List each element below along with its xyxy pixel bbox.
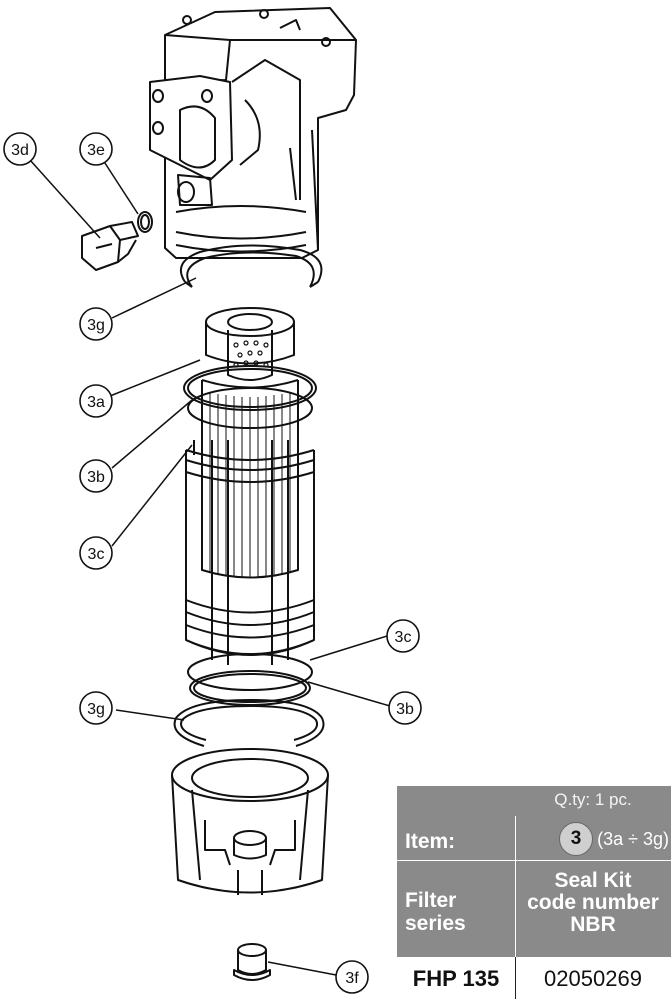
leader-lines — [29, 159, 391, 976]
table-header — [397, 786, 671, 957]
seal-kit-label-line2: code number — [527, 891, 659, 914]
callout-3d: 3d — [3, 132, 37, 166]
svg-text:3c: 3c — [88, 546, 105, 563]
filter-series-label: Filter series — [405, 889, 466, 935]
svg-text:3b: 3b — [396, 701, 414, 718]
snap-ring-3g-top — [180, 244, 323, 288]
svg-text:3b: 3b — [87, 469, 105, 486]
callout-3f: 3f — [335, 960, 369, 994]
filter-element — [201, 307, 299, 579]
header-row-divider — [397, 860, 671, 861]
item-number-badge: 3 — [559, 822, 594, 856]
callouts: 3d 3e 3g 3a 3b 3c 3c 3b — [3, 132, 422, 994]
table-body — [397, 957, 671, 999]
svg-text:3a: 3a — [87, 394, 105, 411]
item-value: 3 (3a ÷ 3g) — [519, 822, 671, 856]
callout-3c-bottom: 3c — [386, 619, 420, 653]
svg-text:3c: 3c — [395, 629, 412, 646]
seal-kit-table: Q.ty: 1 pc. Item: 3 (3a ÷ 3g) Filter ser… — [397, 786, 671, 999]
filter-series-value: FHP 135 — [412, 966, 500, 991]
filter-bowl — [171, 748, 329, 895]
item-range: (3a ÷ 3g) — [597, 828, 669, 849]
callout-3b-bottom: 3b — [388, 691, 422, 725]
seal-kit-label-line1: Seal Kit — [554, 869, 632, 892]
o-ring-3e — [137, 211, 153, 233]
svg-text:3f: 3f — [345, 970, 359, 987]
snap-ring-3g-bottom — [173, 699, 325, 747]
svg-text:3e: 3e — [87, 142, 105, 159]
callout-3c-top: 3c — [79, 536, 113, 570]
filter-head — [149, 7, 357, 259]
plug-3f — [233, 943, 271, 981]
svg-text:3g: 3g — [87, 701, 105, 718]
filter-series-label-line2: series — [405, 912, 466, 935]
back-ring-3b-top — [187, 387, 313, 429]
quantity-label: Q.ty: 1 pc. — [554, 790, 632, 809]
svg-text:3d: 3d — [11, 142, 29, 159]
body-column-divider — [515, 957, 516, 999]
o-ring-3c-bottom — [187, 653, 313, 691]
callout-3e: 3e — [79, 132, 113, 166]
callout-3g-top: 3g — [79, 307, 113, 341]
o-ring-3a — [183, 365, 317, 411]
header-column-divider — [515, 816, 516, 957]
filter-series-label-line1: Filter — [405, 889, 457, 912]
seal-kit-label-line3: NBR — [570, 913, 616, 936]
drain-plug-3d — [81, 221, 139, 271]
callout-3b-top: 3b — [79, 459, 113, 493]
seal-kit-code-value: 02050269 — [544, 966, 642, 991]
seal-kit-label: Seal Kit code number NBR — [515, 870, 671, 936]
filter-cage — [185, 440, 315, 665]
callout-3g-bottom: 3g — [79, 691, 113, 725]
svg-text:3g: 3g — [87, 317, 105, 334]
callout-3a: 3a — [79, 384, 113, 418]
item-label: Item: — [405, 830, 456, 853]
